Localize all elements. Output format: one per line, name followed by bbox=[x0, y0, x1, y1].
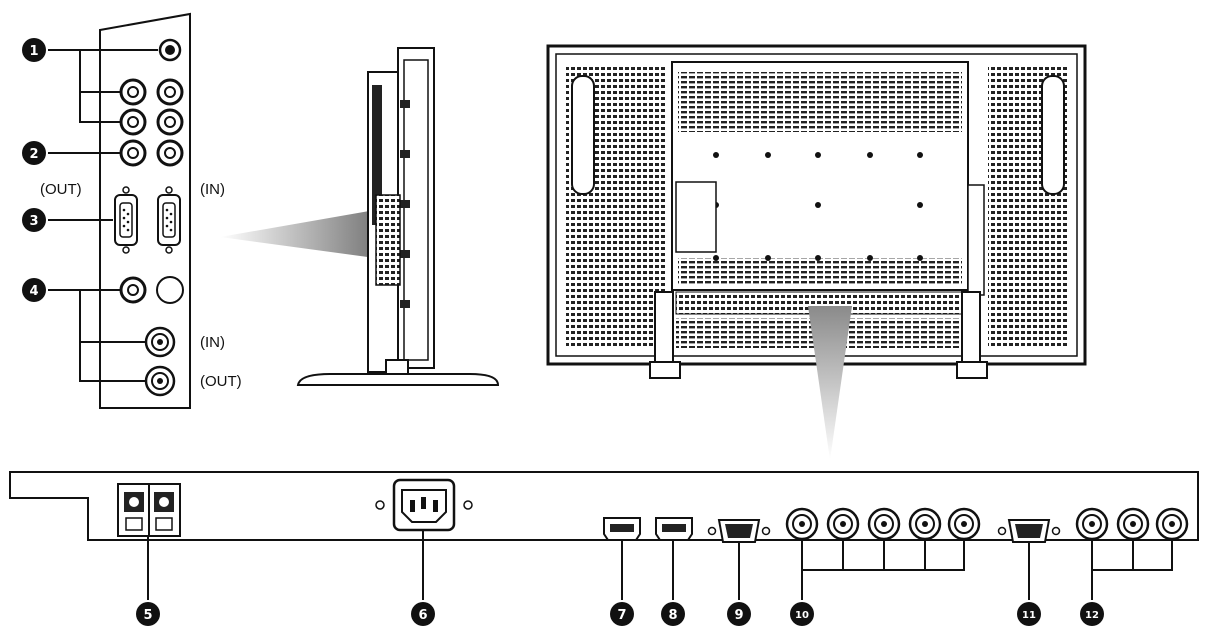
callout-number: 2 bbox=[29, 147, 38, 162]
callout-number: 7 bbox=[617, 608, 626, 623]
callout-number: 12 bbox=[1085, 610, 1099, 621]
monitor-rear-view bbox=[546, 44, 1087, 460]
handle-right bbox=[1041, 75, 1065, 195]
rca-jack bbox=[119, 276, 147, 304]
label-in-rca: (IN) bbox=[200, 334, 225, 351]
callout-number: 4 bbox=[29, 284, 38, 299]
side-terminal-panel: (OUT) (IN) (IN) (OUT) bbox=[40, 12, 242, 409]
callout-9: 9 bbox=[727, 602, 751, 626]
callout-2: 2 bbox=[22, 141, 46, 165]
callout-5: 5 bbox=[136, 602, 160, 626]
bottom-terminal-panel bbox=[9, 471, 1199, 543]
bnc-jack-out bbox=[144, 365, 176, 397]
hdmi-port bbox=[603, 517, 641, 541]
callout-number: 11 bbox=[1022, 610, 1036, 621]
callout-number: 5 bbox=[143, 608, 152, 623]
callout-number: 1 bbox=[29, 44, 38, 59]
callout-number: 8 bbox=[668, 608, 677, 623]
callout-7: 7 bbox=[610, 602, 634, 626]
callout-number: 9 bbox=[734, 608, 743, 623]
bnc-jack-in bbox=[144, 326, 176, 358]
bnc-jack-row bbox=[1075, 507, 1189, 541]
callout-8: 8 bbox=[661, 602, 685, 626]
d-sub-port bbox=[997, 519, 1061, 543]
label-out-dsub: (OUT) bbox=[40, 181, 82, 198]
callout-number: 6 bbox=[418, 608, 427, 623]
rca-jack-grid bbox=[119, 78, 184, 167]
round-button bbox=[156, 276, 184, 304]
speaker-terminal bbox=[117, 483, 181, 537]
d-sub-port-in bbox=[157, 186, 181, 254]
callout-number: 3 bbox=[29, 214, 38, 229]
bottom-leader-lines bbox=[147, 530, 1173, 600]
side-leader-lines bbox=[48, 49, 158, 382]
rca-jack bbox=[158, 38, 182, 62]
handle-left bbox=[571, 75, 595, 195]
callout-3: 3 bbox=[22, 208, 46, 232]
d-sub-port bbox=[707, 519, 771, 543]
callout-number: 10 bbox=[795, 610, 809, 621]
dvi-port bbox=[655, 517, 693, 541]
callout-12: 12 bbox=[1080, 602, 1104, 626]
callout-1: 1 bbox=[22, 38, 46, 62]
label-out-rca: (OUT) bbox=[200, 373, 242, 390]
monitor-side-view bbox=[220, 47, 500, 386]
callout-11: 11 bbox=[1017, 602, 1041, 626]
d-sub-port-out bbox=[114, 186, 138, 254]
monitor-stand-base bbox=[296, 373, 500, 386]
callout-10: 10 bbox=[790, 602, 814, 626]
callout-4: 4 bbox=[22, 278, 46, 302]
label-in-dsub: (IN) bbox=[200, 181, 225, 198]
callout-6: 6 bbox=[411, 602, 435, 626]
bnc-jack-row bbox=[785, 507, 981, 541]
side-terminal-block bbox=[375, 194, 401, 286]
